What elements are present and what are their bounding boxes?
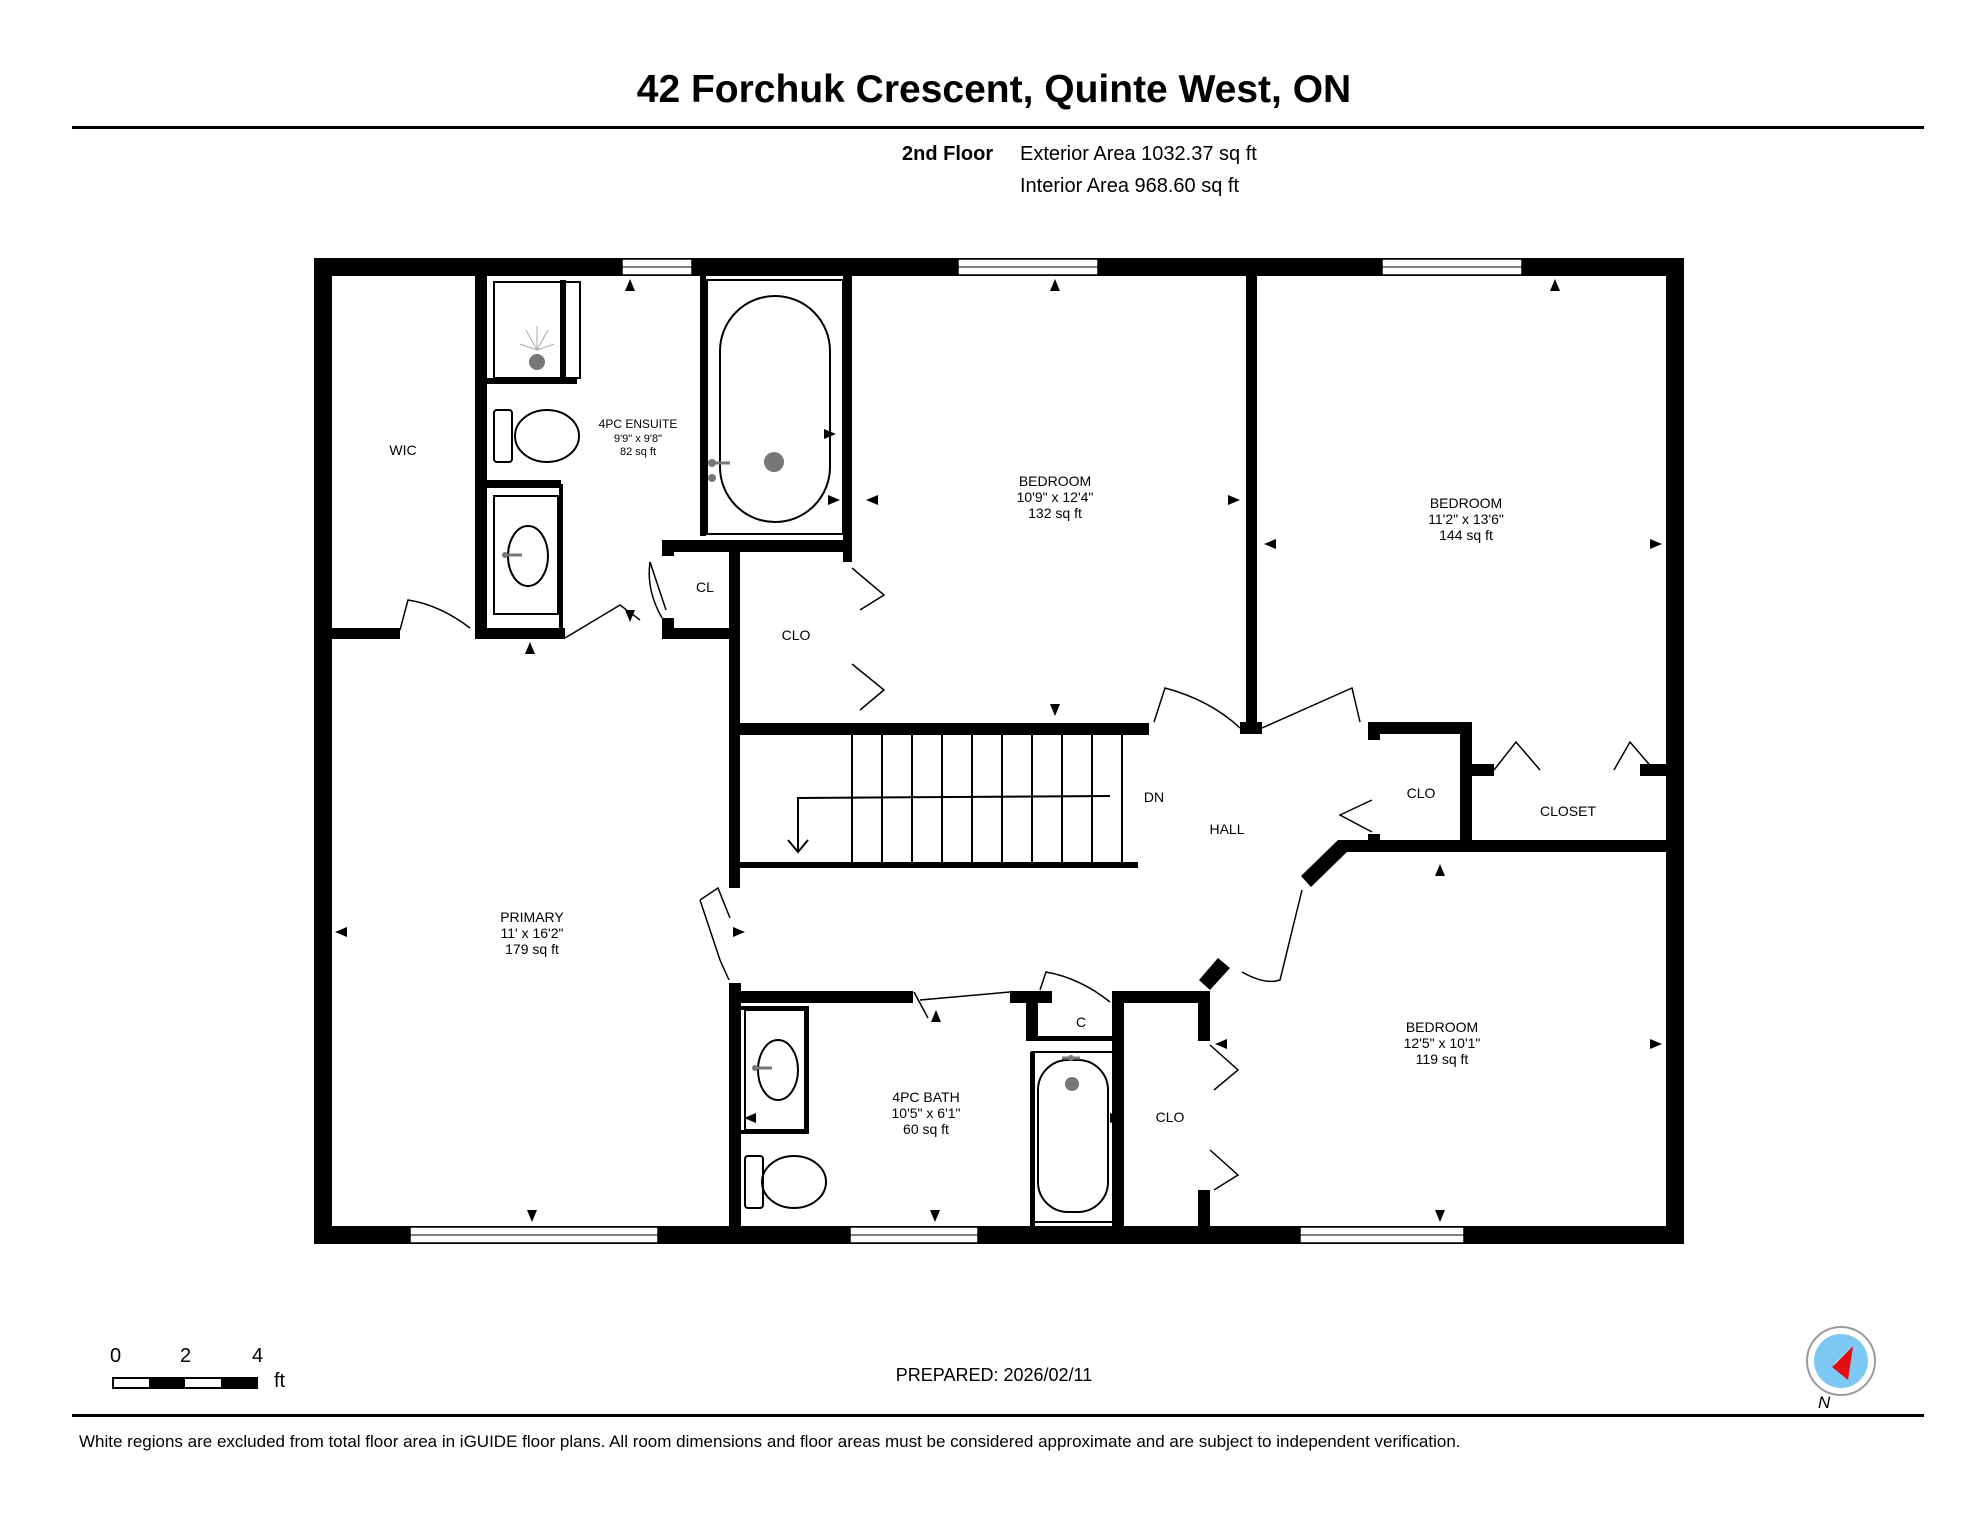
exterior-area: Exterior Area 1032.37 sq ft — [1020, 143, 1257, 165]
room-clo-top: CLO — [782, 627, 811, 643]
compass-icon — [1806, 1326, 1876, 1396]
disclaimer: White regions are excluded from total fl… — [79, 1432, 1461, 1451]
interior-area: Interior Area 968.60 sq ft — [1020, 175, 1240, 197]
bathtub-icon — [719, 295, 831, 523]
page-title: 42 Forchuk Crescent, Quinte West, ON — [636, 68, 1352, 111]
doors — [399, 561, 1655, 1191]
room-closet: CLOSET — [1540, 803, 1596, 819]
room-bath-area: 60 sq ft — [903, 1121, 949, 1137]
room-clo-bottom: CLO — [1156, 1109, 1185, 1125]
dimension-arrows — [335, 279, 1662, 1222]
stairs — [787, 735, 1123, 862]
shower-icon — [493, 281, 581, 379]
compass-north-label: N — [1818, 1393, 1831, 1412]
windows — [409, 258, 1523, 1244]
room-cl: CL — [696, 579, 714, 595]
scale-bar — [112, 1377, 258, 1389]
fixtures — [493, 279, 1117, 1223]
room-ensuite-name: 4PC ENSUITE — [599, 417, 678, 431]
footer-rule — [72, 1414, 1924, 1417]
room-ensuite-dims: 9'9" x 9'8" — [614, 433, 662, 445]
room-primary-name: PRIMARY — [500, 909, 564, 925]
room-wic: WIC — [389, 442, 416, 458]
room-primary-dims: 11' x 16'2" — [501, 925, 564, 941]
scale-unit: ft — [274, 1370, 286, 1392]
room-bedroom-mid-name: BEDROOM — [1019, 473, 1091, 489]
scale-tick-4: 4 — [252, 1345, 264, 1367]
room-bedroom-mid-area: 132 sq ft — [1028, 505, 1082, 521]
room-bedroom-bottom-area: 119 sq ft — [1416, 1051, 1469, 1067]
floor-label: 2nd Floor — [902, 143, 994, 165]
room-bedroom-right-dims: 11'2" x 13'6" — [1428, 511, 1504, 527]
room-hall: HALL — [1209, 821, 1244, 837]
room-bedroom-right-area: 144 sq ft — [1439, 527, 1493, 543]
room-bedroom-bottom-dims: 12'5" x 10'1" — [1404, 1035, 1481, 1051]
prepared-date: PREPARED: 2026/02/11 — [895, 1365, 1093, 1385]
scale-tick-0: 0 — [110, 1345, 122, 1367]
walls — [314, 258, 1684, 1244]
stairs-dn-label: DN — [1144, 789, 1164, 805]
room-bath-dims: 10'5" x 6'1" — [892, 1105, 961, 1121]
room-bedroom-mid-dims: 10'9" x 12'4" — [1017, 489, 1094, 505]
room-c: C — [1076, 1014, 1086, 1030]
room-ensuite-area: 82 sq ft — [620, 446, 656, 458]
room-primary-area: 179 sq ft — [505, 941, 559, 957]
room-bath-name: 4PC BATH — [892, 1089, 959, 1105]
header-rule — [72, 126, 1924, 129]
room-clo-hall: CLO — [1407, 785, 1436, 801]
room-bedroom-bottom-name: BEDROOM — [1406, 1019, 1478, 1035]
scale-tick-2: 2 — [180, 1345, 192, 1367]
room-bedroom-right-name: BEDROOM — [1430, 495, 1502, 511]
toilet-icon — [514, 409, 580, 463]
